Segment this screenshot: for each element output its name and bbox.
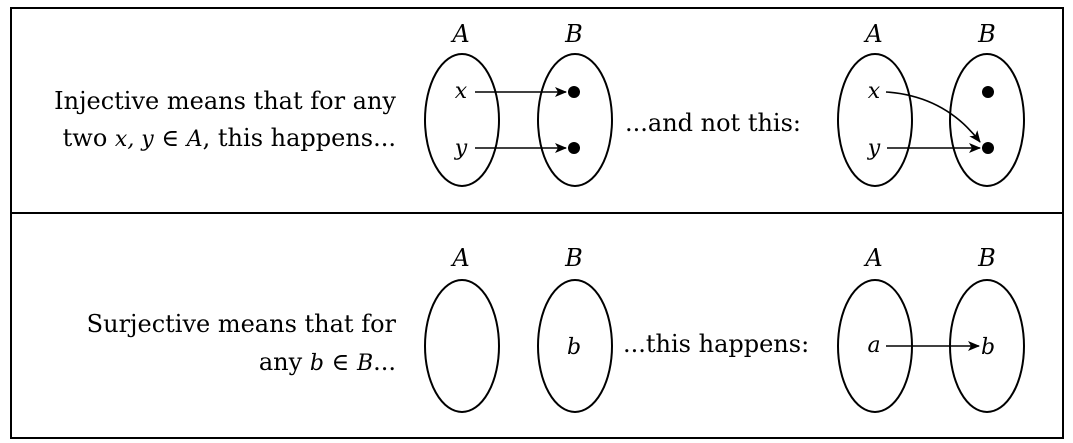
- set-label-b: B: [564, 20, 583, 48]
- element-a: a: [867, 333, 880, 358]
- element-y: y: [867, 136, 881, 161]
- surjective-panel: [10, 212, 1064, 439]
- set-a-ellipse: [837, 53, 913, 187]
- injective-description-line1: Injective means that for any: [54, 87, 396, 115]
- set-b-ellipse: [537, 279, 613, 413]
- set-label-a: A: [863, 20, 882, 48]
- set-label-a: A: [450, 20, 469, 48]
- element-dot: [982, 142, 994, 154]
- injective-connector-text: ...and not this:: [625, 109, 801, 137]
- element-b: b: [567, 335, 581, 360]
- set-a-ellipse: [424, 53, 500, 187]
- set-label-b: B: [977, 20, 996, 48]
- element-x: x: [868, 79, 881, 104]
- surjective-set-b: B: [356, 351, 373, 376]
- element-y: y: [454, 136, 468, 161]
- element-dot: [982, 86, 994, 98]
- set-label-a: A: [863, 244, 882, 272]
- surjective-connector-text: ...this happens:: [623, 330, 809, 358]
- surjective-var-b: b: [310, 351, 324, 376]
- surjective-description-line2: any b ∈ B...: [259, 348, 396, 376]
- set-label-b: B: [977, 244, 996, 272]
- element-dot: [568, 86, 580, 98]
- element-b: b: [981, 335, 995, 360]
- set-b-ellipse: [537, 53, 613, 187]
- set-label-b: B: [564, 244, 583, 272]
- injective-description-line2: two x, y ∈ A, this happens...: [63, 124, 396, 152]
- set-label-a: A: [450, 244, 469, 272]
- set-a-ellipse: [424, 279, 500, 413]
- element-x: x: [455, 79, 468, 104]
- element-dot: [568, 142, 580, 154]
- surjective-description-line1: Surjective means that for: [87, 310, 397, 338]
- injective-vars: x, y: [115, 127, 154, 152]
- injective-set-a: A: [185, 127, 203, 152]
- mapping-arrow: [885, 91, 981, 143]
- set-b-ellipse: [949, 53, 1025, 187]
